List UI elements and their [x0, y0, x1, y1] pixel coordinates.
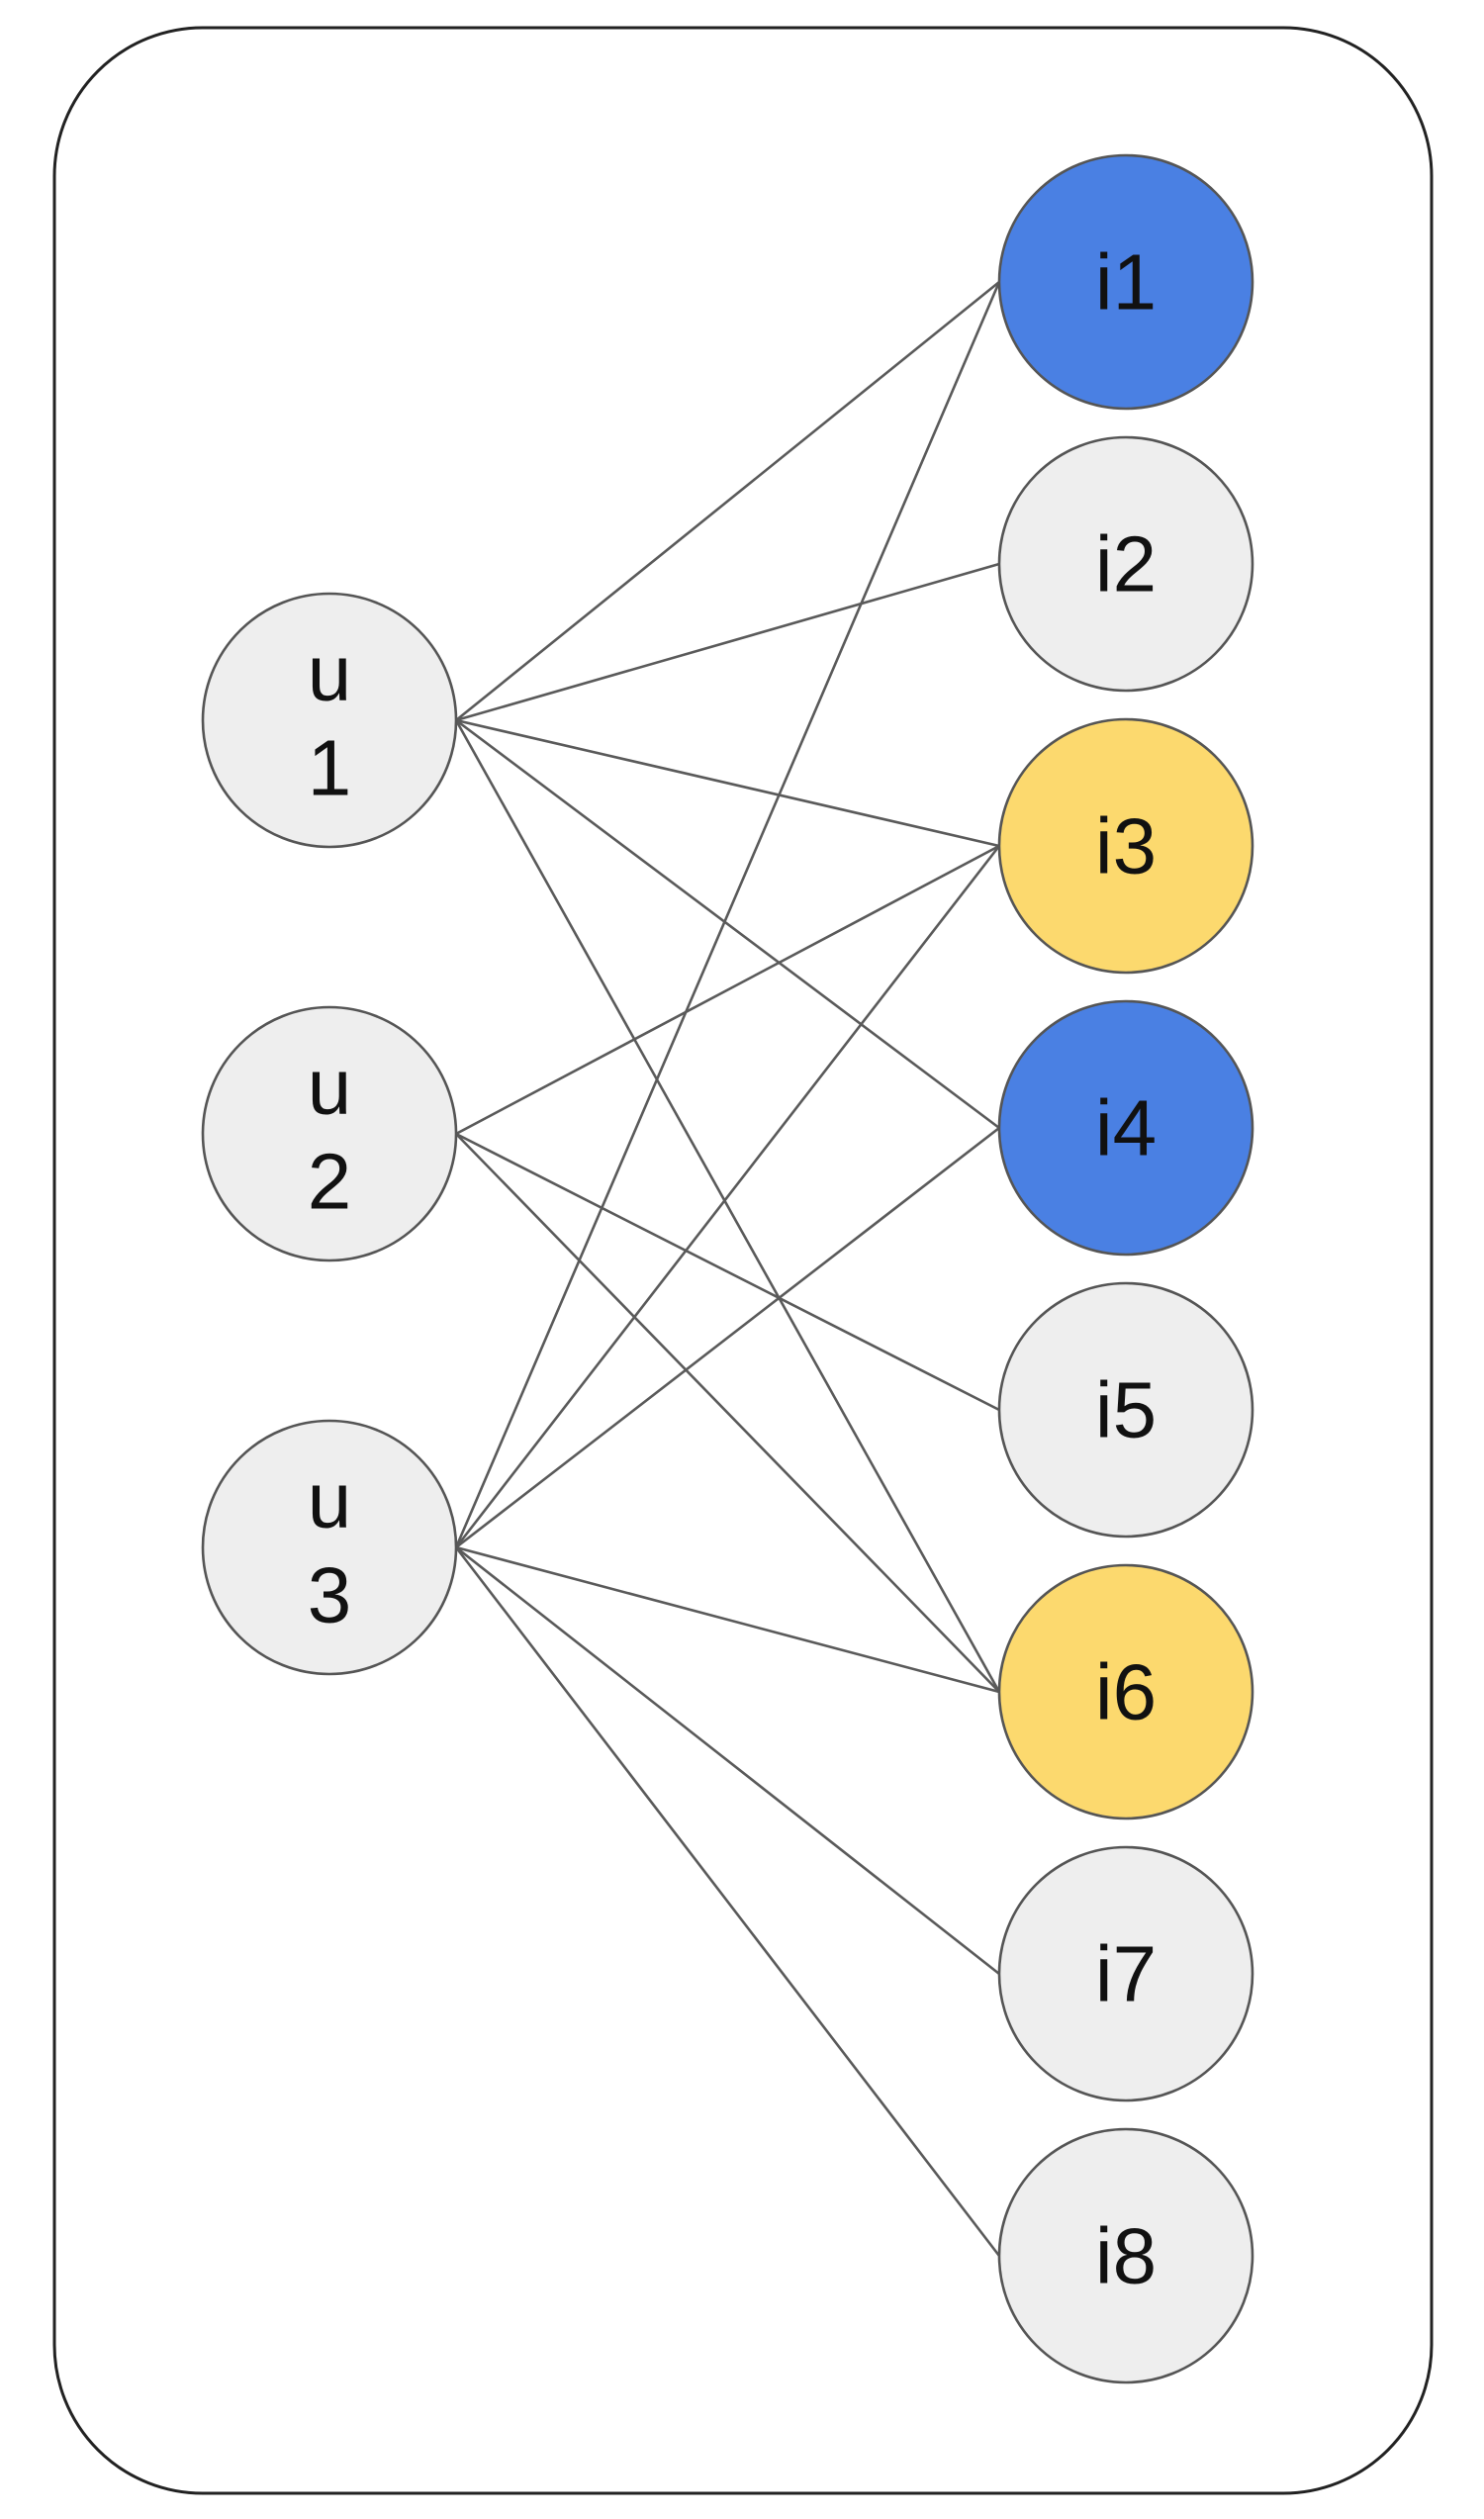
- node-label-i2: i2: [1095, 520, 1157, 608]
- edge-u3-i7: [455, 1545, 1000, 1976]
- node-circle-i4: [997, 999, 1254, 1257]
- node-i3: i3: [997, 717, 1254, 975]
- edge-u3-i8: [454, 1546, 1001, 2257]
- node-circle-i5: [997, 1281, 1254, 1539]
- node-circle-u3: [201, 1419, 458, 1676]
- node-u1: u1: [201, 592, 458, 849]
- node-i7: i7: [997, 1845, 1254, 2102]
- node-label-i8: i8: [1095, 2212, 1157, 2300]
- node-label-u3-line-2: 3: [308, 1551, 352, 1639]
- node-label-u2-line-1: u: [308, 1043, 352, 1131]
- node-circle-i8: [997, 2127, 1254, 2384]
- node-label-i7: i7: [1095, 1930, 1157, 2018]
- node-i1: i1: [997, 153, 1254, 411]
- node-label-u2-line-2: 2: [308, 1138, 352, 1226]
- node-i6: i6: [997, 1563, 1254, 1820]
- node-circle-i7: [997, 1845, 1254, 2102]
- node-u3: u3: [201, 1419, 458, 1676]
- node-label-u1-line-1: u: [308, 629, 352, 717]
- edge-u2-i6: [455, 1133, 1000, 1693]
- edge-u1-i4: [455, 718, 1000, 1130]
- diagram-frame: [52, 26, 1434, 2495]
- node-i5: i5: [997, 1281, 1254, 1539]
- node-circle-i2: [997, 435, 1254, 693]
- node-circle-i6: [997, 1563, 1254, 1820]
- edge-u1-i3: [455, 718, 1000, 848]
- node-label-u1-line-2: 1: [308, 724, 352, 812]
- edge-u3-i1: [454, 281, 1001, 1548]
- edge-u1-i2: [455, 562, 1000, 722]
- node-i8: i8: [997, 2127, 1254, 2384]
- edge-u2-i3: [455, 844, 1000, 1136]
- node-label-i1: i1: [1095, 238, 1157, 327]
- node-label-u3-line-1: u: [308, 1456, 352, 1544]
- node-label-i5: i5: [1095, 1366, 1157, 1454]
- edge-u1-i6: [454, 719, 1001, 1693]
- node-label-i6: i6: [1095, 1648, 1157, 1736]
- edge-u3-i4: [455, 1126, 1000, 1549]
- node-circle-i1: [997, 153, 1254, 411]
- edges-group: [454, 280, 1001, 2257]
- node-circle-i3: [997, 717, 1254, 975]
- node-circle-u2: [201, 1005, 458, 1262]
- node-i2: i2: [997, 435, 1254, 693]
- edge-u1-i1: [455, 280, 1000, 722]
- node-i4: i4: [997, 999, 1254, 1257]
- node-u2: u2: [201, 1005, 458, 1262]
- edge-u2-i5: [455, 1132, 1000, 1412]
- edge-u3-i3: [454, 845, 1001, 1548]
- node-circle-u1: [201, 592, 458, 849]
- node-label-i4: i4: [1095, 1084, 1157, 1172]
- node-label-i3: i3: [1095, 802, 1157, 890]
- edge-u3-i6: [455, 1545, 1000, 1694]
